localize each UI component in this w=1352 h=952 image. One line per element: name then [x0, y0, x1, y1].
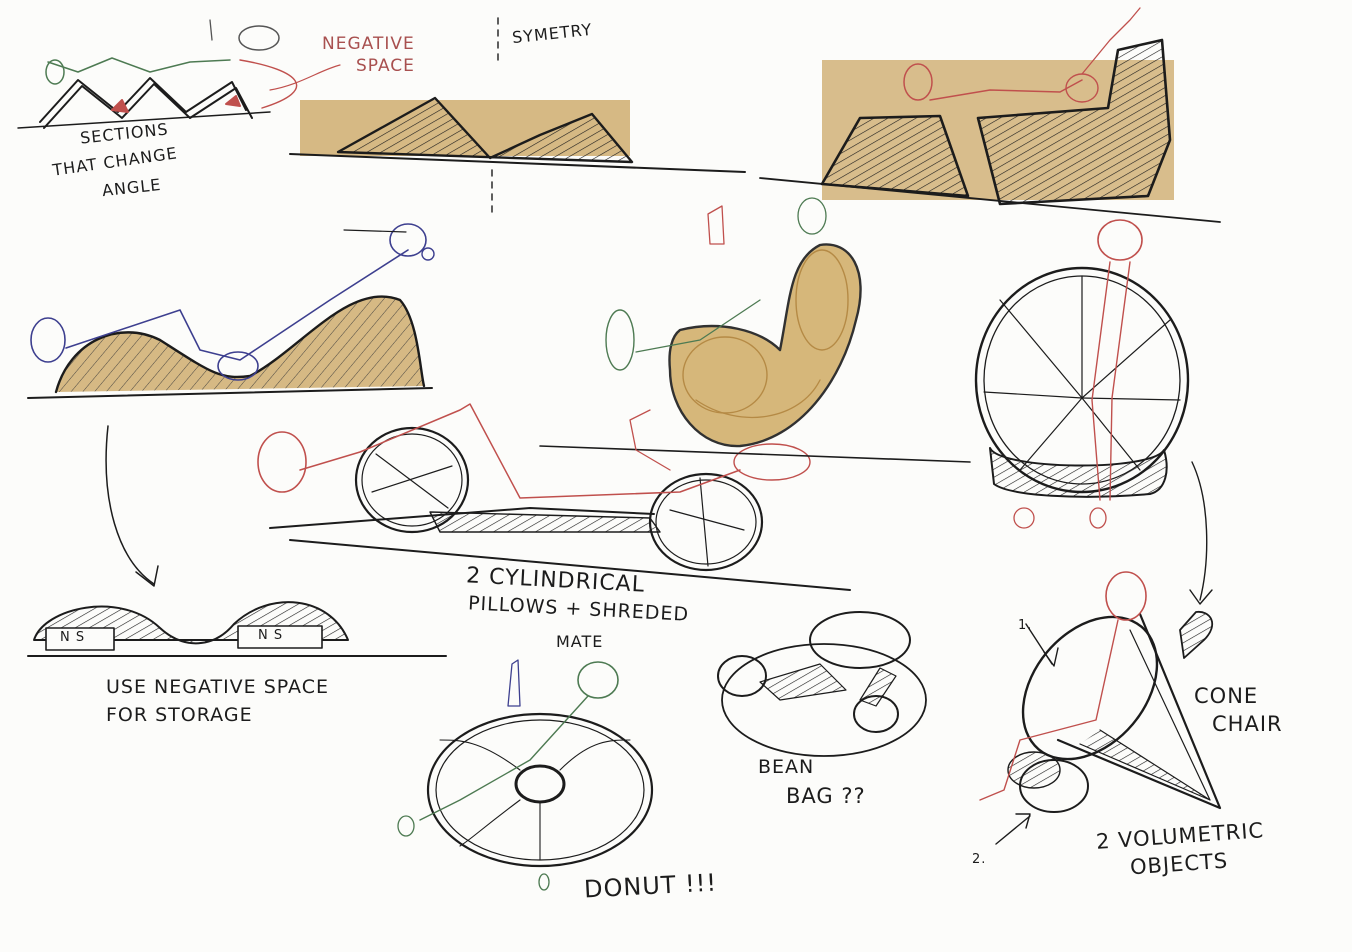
- cone-chair-label-line1: CONE: [1194, 684, 1259, 708]
- storage-profile-sketch: [27, 601, 447, 657]
- wave-lounger-sketch: [27, 223, 435, 399]
- negative-space-label-line2: SPACE: [356, 56, 415, 76]
- bean-bag-label-line1: BEAN: [758, 756, 815, 778]
- marker-two: 2.: [972, 852, 987, 867]
- round-chair-sketch: [974, 219, 1213, 605]
- bean-bag-label-line2: BAG ??: [786, 784, 866, 808]
- symmetric-peaks-sketch: [289, 17, 746, 213]
- storage-ns-left: N S: [60, 630, 86, 645]
- bean-chair-sketch: [539, 197, 971, 471]
- marker-one: 1.: [1018, 618, 1033, 633]
- storage-label-line2: FOR STORAGE: [106, 704, 253, 726]
- negative-space-label-line1: NEGATIVE: [322, 34, 415, 54]
- zigzag-lounger-sketch: [17, 19, 341, 129]
- storage-box-left: [45, 627, 115, 651]
- storage-ns-right: N S: [258, 628, 284, 643]
- storage-box-right: [237, 625, 323, 649]
- storage-arrow: [105, 425, 159, 587]
- cone-chair-label-line2: CHAIR: [1212, 712, 1283, 736]
- block-lounger-sketch: [759, 7, 1221, 223]
- storage-label-line1: USE NEGATIVE SPACE: [106, 676, 329, 698]
- cylinder-pillows-sketch: [257, 403, 851, 591]
- cylindrical-label-line3: MATE: [556, 632, 604, 651]
- cone-chair-sketch: [979, 571, 1222, 845]
- bean-bag-sketch: [717, 611, 927, 757]
- donut-sketch: [397, 659, 654, 891]
